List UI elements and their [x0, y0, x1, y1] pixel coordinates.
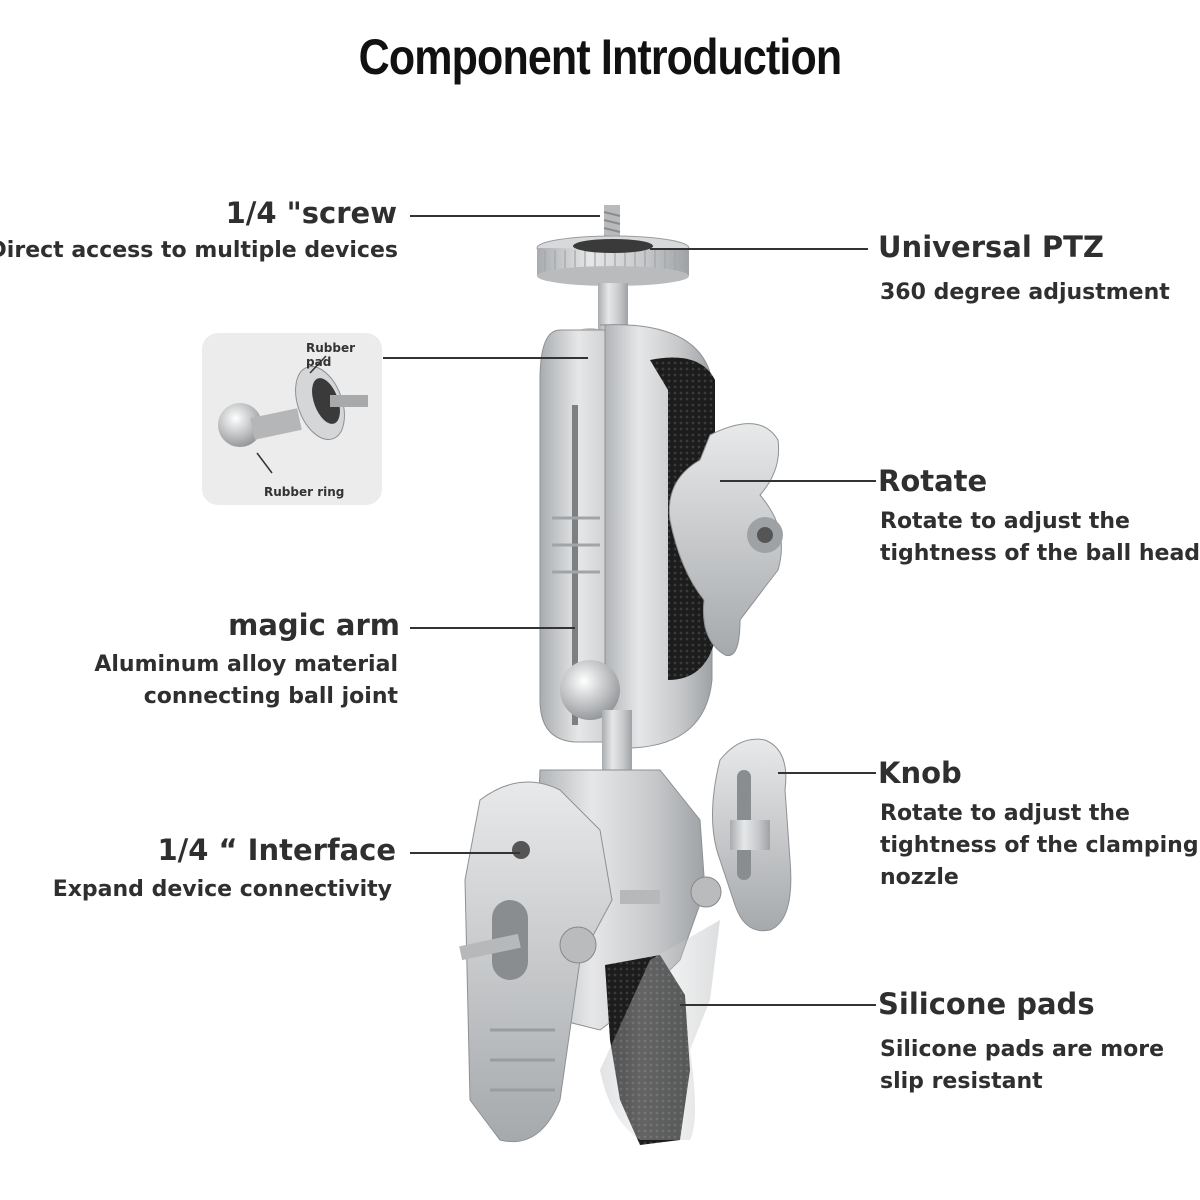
rubber-detail-inset: Rubber pad Rubber ring: [202, 333, 382, 505]
pads-heading: Silicone pads: [878, 987, 1095, 1021]
interface-leader-line: [410, 852, 520, 854]
arm-heading: magic arm: [228, 608, 400, 642]
arm-desc-1: Aluminum alloy material: [94, 652, 398, 677]
super-clamp-icon: [459, 769, 722, 1145]
interface-heading: 1/4 “ Interface: [157, 833, 396, 867]
rubber-leader-line: [383, 357, 588, 359]
knob-heading: Knob: [878, 756, 962, 790]
ptz-desc-1: 360 degree adjustment: [880, 280, 1170, 305]
knob-desc-3: nozzle: [880, 865, 959, 890]
screw-heading: 1/4 "screw: [225, 196, 397, 230]
rotate-desc-1: Rotate to adjust the: [880, 509, 1130, 534]
knob-desc-2: tightness of the clamping: [880, 833, 1199, 858]
clamp-knob-icon: [712, 738, 792, 932]
rubber-pad-label: Rubber pad: [306, 341, 356, 369]
pads-desc-2: slip resistant: [880, 1069, 1043, 1094]
rotate-desc-2: tightness of the ball head: [880, 541, 1200, 566]
arm-leader-line: [410, 627, 575, 629]
ptz-leader-line: [650, 248, 868, 250]
screw-detail-icon: [218, 355, 368, 474]
page-title: Component Introduction: [358, 29, 843, 85]
knob-leader-line: [778, 772, 876, 774]
ptz-disc-icon: [536, 235, 690, 286]
rubber-ring-label: Rubber ring: [264, 485, 345, 499]
screw-leader-line: [410, 215, 600, 217]
interface-desc-1: Expand device connectivity: [52, 877, 392, 902]
arm-desc-2: connecting ball joint: [143, 684, 398, 709]
rotate-leader-line: [720, 480, 876, 482]
rotate-heading: Rotate: [878, 464, 988, 498]
knob-desc-1: Rotate to adjust the: [880, 801, 1130, 826]
ptz-heading: Universal PTZ: [878, 230, 1104, 264]
pads-leader-line: [680, 1004, 876, 1006]
screw-desc-1: Direct access to multiple devices: [0, 238, 398, 263]
pads-desc-1: Silicone pads are more: [880, 1037, 1165, 1062]
